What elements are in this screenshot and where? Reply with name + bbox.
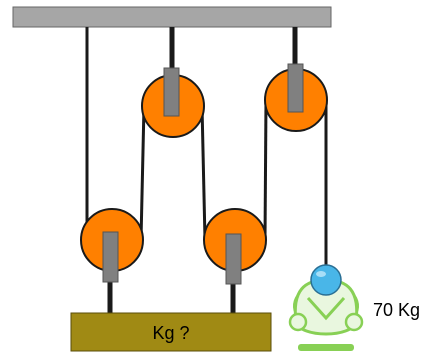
- rope-segment: [200, 105, 207, 241]
- rope-segment: [263, 99, 268, 241]
- person-head: [310, 264, 342, 296]
- person-figure: [288, 264, 364, 351]
- load-label: Kg ?: [152, 323, 189, 343]
- pulley-axle-bracket: [225, 233, 242, 285]
- person-hand: [344, 312, 364, 332]
- person-hand: [288, 312, 308, 332]
- pulley-upper-right: [264, 63, 328, 132]
- pulley-axle-bracket: [102, 231, 119, 283]
- load-block: Kg ?: [70, 312, 272, 352]
- person-body: [293, 278, 359, 336]
- rope-system: [85, 27, 328, 313]
- ceiling-beam: [12, 6, 332, 28]
- pulley-lower-left: [80, 208, 144, 283]
- pulley-upper-left: [141, 67, 205, 138]
- pulley-axle-bracket: [287, 63, 304, 113]
- pulley-lower-right: [203, 208, 267, 285]
- rope-segment: [139, 105, 146, 241]
- person-weight-label: 70 Kg: [373, 300, 420, 320]
- pulley-axle-bracket: [163, 67, 180, 117]
